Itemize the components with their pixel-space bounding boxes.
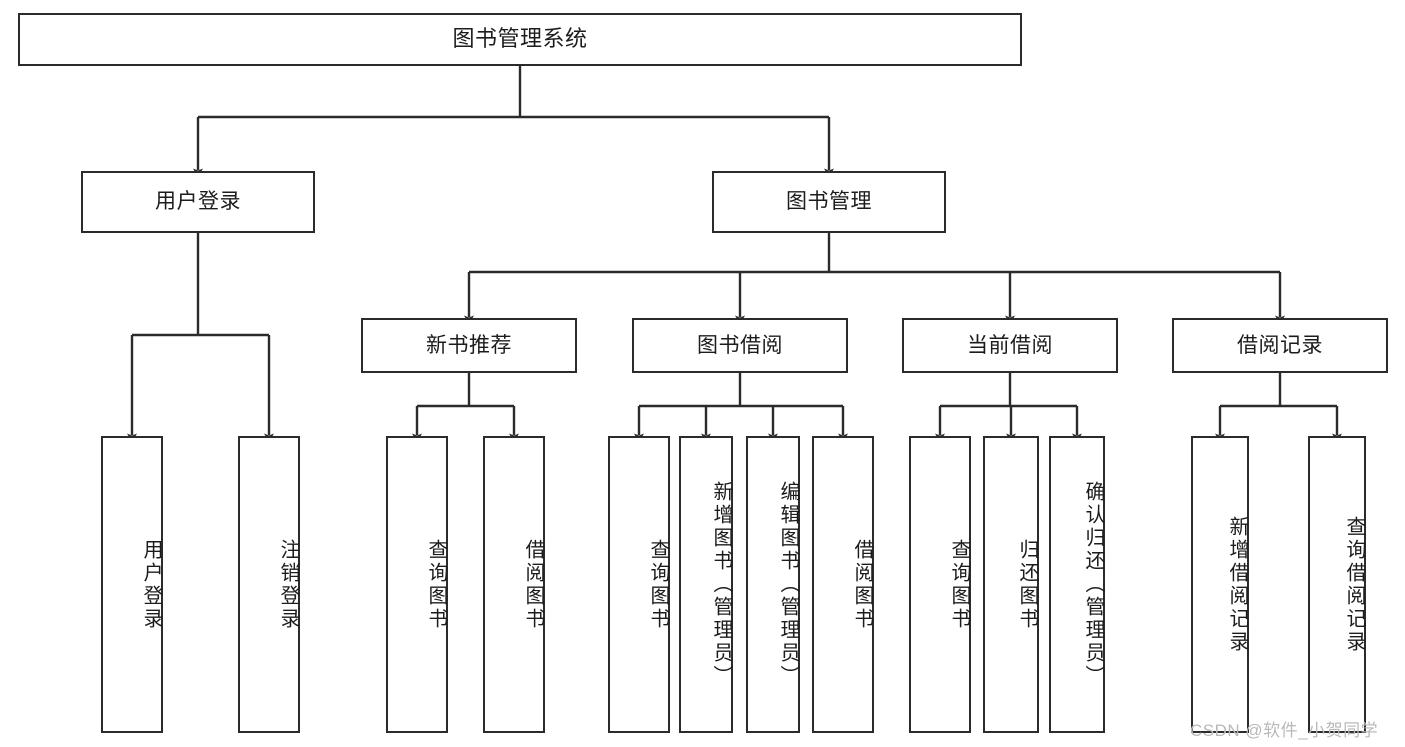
node-user-login[interactable]: 用户登录 <box>81 171 315 233</box>
node-leaf-query-record[interactable]: 查询借阅记录 <box>1308 436 1366 733</box>
node-leaf-add-book[interactable]: 新增图书（管理员） <box>679 436 733 733</box>
csdn-watermark: CSDN @软件_小贺同学 <box>1190 721 1379 740</box>
node-borrow-record[interactable]: 借阅记录 <box>1172 318 1388 373</box>
node-borrow-record-label: 借阅记录 <box>1237 333 1323 357</box>
node-leaf-add-record-label: 新增借阅记录 <box>1226 515 1248 654</box>
node-leaf-query-book-3[interactable]: 查询图书 <box>909 436 971 733</box>
node-book-borrow[interactable]: 图书借阅 <box>632 318 848 373</box>
node-current-borrow-label: 当前借阅 <box>967 333 1053 357</box>
node-leaf-add-record[interactable]: 新增借阅记录 <box>1191 436 1249 733</box>
node-leaf-borrow-book-2[interactable]: 借阅图书 <box>812 436 874 733</box>
node-new-book-rec-label: 新书推荐 <box>426 333 512 357</box>
node-leaf-user-login-label: 用户登录 <box>140 538 162 631</box>
node-leaf-user-login[interactable]: 用户登录 <box>101 436 163 733</box>
node-leaf-query-book-2[interactable]: 查询图书 <box>608 436 670 733</box>
node-leaf-user-logout[interactable]: 注销登录 <box>238 436 300 733</box>
node-leaf-query-book-3-label: 查询图书 <box>948 538 970 631</box>
node-leaf-borrow-book-1-label: 借阅图书 <box>522 538 544 631</box>
node-leaf-query-book-1[interactable]: 查询图书 <box>386 436 448 733</box>
node-leaf-confirm-return[interactable]: 确认归还（管理员） <box>1049 436 1105 733</box>
node-leaf-borrow-book-1[interactable]: 借阅图书 <box>483 436 545 733</box>
node-book-manage-label: 图书管理 <box>786 190 872 214</box>
node-leaf-user-logout-label: 注销登录 <box>277 538 299 631</box>
node-new-book-rec[interactable]: 新书推荐 <box>361 318 577 373</box>
node-leaf-add-book-label: 新增图书（管理员） <box>710 481 732 688</box>
node-leaf-confirm-return-label: 确认归还（管理员） <box>1082 481 1104 688</box>
node-current-borrow[interactable]: 当前借阅 <box>902 318 1118 373</box>
node-leaf-edit-book-label: 编辑图书（管理员） <box>777 481 799 688</box>
node-user-login-label: 用户登录 <box>155 190 241 214</box>
node-leaf-borrow-book-2-label: 借阅图书 <box>851 538 873 631</box>
node-root-label: 图书管理系统 <box>452 26 588 52</box>
node-leaf-query-book-1-label: 查询图书 <box>425 538 447 631</box>
node-root[interactable]: 图书管理系统 <box>18 13 1022 66</box>
node-leaf-query-book-2-label: 查询图书 <box>647 538 669 631</box>
node-leaf-return-book[interactable]: 归还图书 <box>983 436 1039 733</box>
node-book-manage[interactable]: 图书管理 <box>712 171 946 233</box>
node-leaf-edit-book[interactable]: 编辑图书（管理员） <box>746 436 800 733</box>
node-leaf-return-book-label: 归还图书 <box>1016 538 1038 631</box>
node-book-borrow-label: 图书借阅 <box>697 333 783 357</box>
node-leaf-query-record-label: 查询借阅记录 <box>1343 515 1365 654</box>
